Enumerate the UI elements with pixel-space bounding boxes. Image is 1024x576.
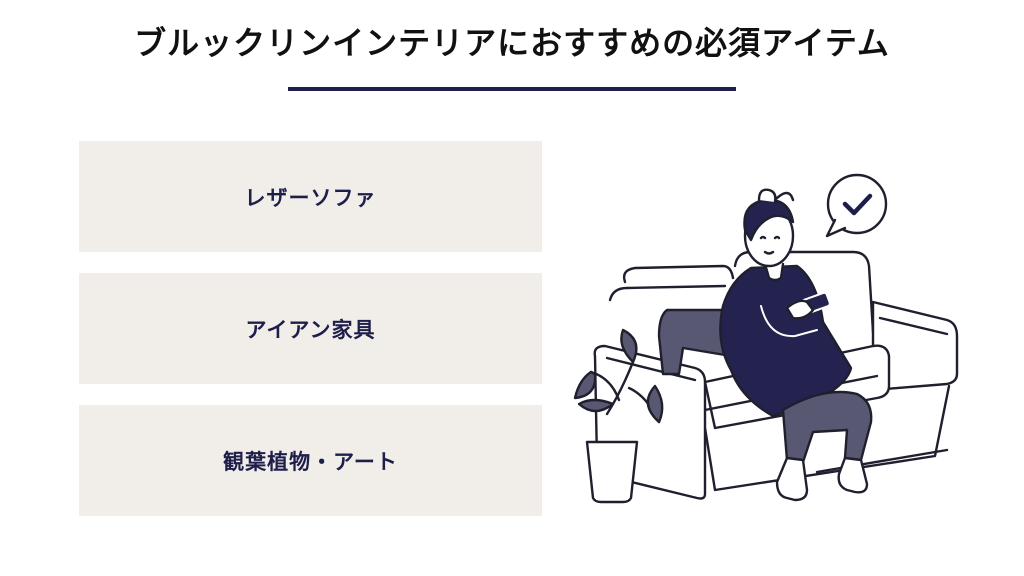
item-card-leather-sofa: レザーソファ [79,141,542,252]
item-card-iron-furniture: アイアン家具 [79,273,542,384]
title-underline [288,87,736,91]
item-label: 観葉植物・アート [223,449,398,474]
page-title: ブルックリンインテリアにおすすめの必須アイテム [134,24,890,62]
check-icon [842,193,873,216]
plant-icon [573,328,664,504]
item-card-plants-art: 観葉植物・アート [79,405,542,516]
item-label: レザーソファ [244,185,377,210]
item-label: アイアン家具 [245,317,376,342]
woman-on-sofa-illustration [573,173,959,504]
woman-figure [719,188,873,502]
woman-back-leg [657,308,735,376]
speech-bubble-icon [825,173,888,238]
